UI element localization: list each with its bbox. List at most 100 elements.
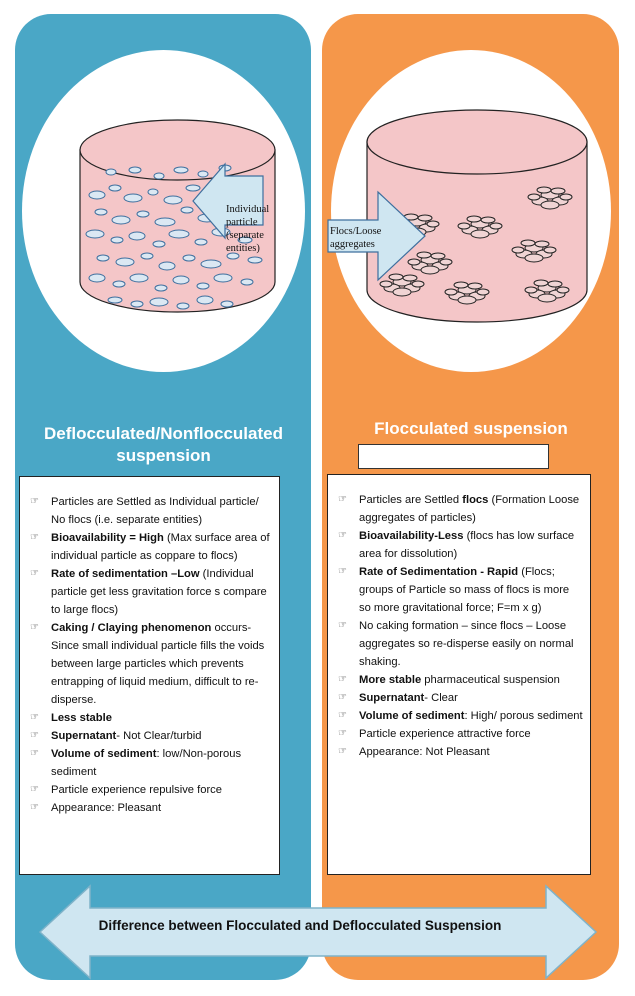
floc-particle — [420, 265, 440, 275]
particle — [153, 172, 165, 180]
particle — [240, 278, 254, 286]
property-emphasis: Less stable — [51, 712, 112, 724]
pointing-hand-icon: ☞ — [30, 622, 39, 633]
floc-particle — [457, 222, 471, 230]
floc-cluster — [527, 186, 573, 210]
deflocculated-properties-list: ☞Particles are Settled as Individual par… — [30, 493, 273, 817]
particle — [158, 261, 176, 271]
floc-particle — [466, 215, 482, 223]
particle — [108, 184, 122, 192]
property-emphasis: Supernatant — [359, 692, 425, 704]
property-item: ☞Appearance: Not Pleasant — [338, 743, 584, 761]
property-text: Particle experience repulsive force — [51, 784, 223, 796]
property-item: ☞Volume of sediment: High/ porous sedime… — [338, 707, 584, 725]
particle — [196, 295, 214, 305]
particle — [107, 296, 123, 304]
floc-particle — [489, 222, 503, 230]
callout-line: (separate — [226, 230, 264, 241]
individual-particle-callout: Individual particle (separate entities) — [226, 203, 269, 255]
property-item: ☞Bioavailability = High (Max surface are… — [30, 529, 273, 565]
property-text: (Individual particle get less gravitatio… — [51, 568, 267, 616]
property-text: Appearance: Not Pleasant — [359, 746, 490, 758]
property-emphasis: Rate of sedimentation –Low — [51, 568, 200, 580]
floc-particle — [534, 240, 550, 248]
pointing-hand-icon: ☞ — [338, 692, 347, 703]
property-emphasis: flocs — [462, 494, 489, 506]
floc-cluster — [457, 215, 503, 239]
property-text: pharmaceutical suspension — [421, 674, 560, 686]
particle — [180, 206, 194, 214]
property-item: ☞ Rate of sedimentation –Low (Individual … — [30, 565, 273, 619]
pointing-hand-icon: ☞ — [30, 784, 39, 795]
particle — [182, 254, 196, 262]
property-text: - Not Clear/turbid — [116, 730, 202, 742]
floc-particle — [417, 214, 433, 222]
particle — [130, 300, 144, 308]
particle — [88, 273, 106, 283]
property-emphasis: Volume of sediment — [51, 748, 157, 760]
floc-particle — [457, 295, 477, 305]
deflocculated-beaker — [79, 119, 276, 313]
floc-particle — [411, 280, 425, 288]
particle — [154, 284, 168, 292]
floc-particle — [547, 280, 563, 288]
pointing-hand-icon: ☞ — [30, 748, 39, 759]
property-text: : low/Non-porous sediment — [51, 748, 242, 778]
particle — [168, 229, 190, 239]
floc-particle — [467, 282, 483, 290]
particle — [173, 166, 189, 174]
particle — [163, 195, 183, 205]
property-text: Particles are Settled — [359, 494, 463, 506]
particle — [88, 190, 106, 200]
property-item: ☞ Bioavailability-Less (flocs has low su… — [338, 527, 584, 563]
floc-particle — [470, 229, 490, 239]
particle — [185, 184, 201, 192]
floc-particle — [402, 274, 418, 282]
particle — [196, 282, 210, 290]
individual-particle-callout-arrow — [192, 162, 264, 240]
pointing-hand-icon: ☞ — [30, 532, 39, 543]
particle — [105, 168, 117, 176]
particle — [194, 238, 208, 246]
particle — [200, 259, 222, 269]
property-item: ☞ Particle experience repulsive force — [30, 781, 273, 799]
callout-line: aggregates — [330, 239, 375, 250]
heading-line: Deflocculated/Nonflocculated — [44, 424, 283, 443]
floc-cluster — [444, 281, 490, 305]
blank-label-box — [358, 444, 549, 469]
particle — [111, 215, 131, 225]
flocculated-beaker — [366, 109, 588, 323]
particle — [213, 273, 233, 283]
property-emphasis: Supernatant — [51, 730, 117, 742]
property-text: Appearance: Pleasant — [51, 802, 162, 814]
property-text: (Max surface area of individual particle… — [51, 532, 270, 562]
property-item: ☞Particles are Settled as Individual par… — [30, 493, 273, 529]
callout-line: Individual — [226, 204, 270, 215]
property-emphasis: Bioavailability-Less — [359, 530, 464, 542]
floc-particle — [453, 281, 469, 289]
particle — [154, 217, 176, 227]
property-item: ☞ Volume of sediment: low/Non-porous sedi… — [30, 745, 273, 781]
property-emphasis: Rate of Sedimentation - Rapid — [359, 566, 519, 578]
property-text: occurs- Since small individual particle … — [51, 622, 265, 706]
floc-particle — [430, 252, 446, 260]
particle — [129, 273, 149, 283]
callout-line: entities) — [226, 243, 260, 254]
floc-particle — [476, 288, 490, 296]
pointing-hand-icon: ☞ — [338, 710, 347, 721]
property-text: : High/ porous sediment — [464, 710, 583, 722]
floc-particle — [426, 220, 440, 228]
floc-particle — [527, 193, 541, 201]
pointing-hand-icon: ☞ — [30, 496, 39, 507]
pointing-hand-icon: ☞ — [30, 568, 39, 579]
deflocculated-heading: Deflocculated/Nonflocculated suspension — [22, 423, 305, 467]
particle — [247, 256, 263, 264]
pointing-hand-icon: ☞ — [338, 620, 347, 631]
property-item: ☞Less stable — [30, 709, 273, 727]
property-item: ☞Supernatant- Not Clear/turbid — [30, 727, 273, 745]
property-item: ☞Caking / Claying phenomenon occurs- Sin… — [30, 619, 273, 709]
particle — [115, 257, 135, 267]
flocs — [379, 186, 573, 305]
particle — [112, 280, 126, 288]
particle — [237, 236, 253, 244]
